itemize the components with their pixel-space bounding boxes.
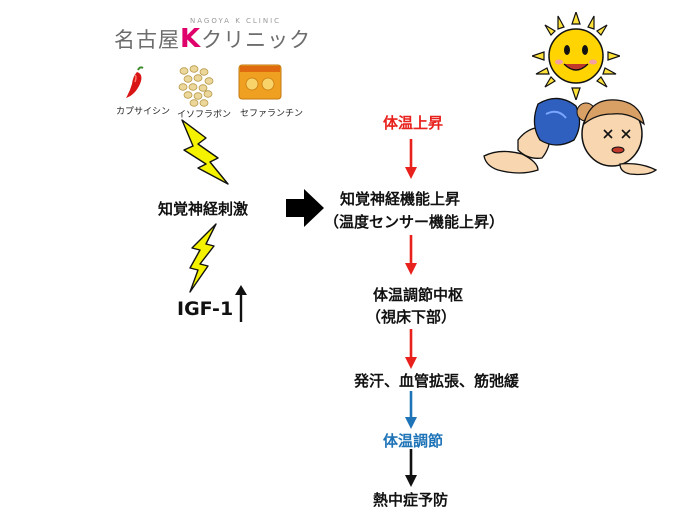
down-arrow-icon (405, 449, 417, 487)
down-arrow-icon (405, 329, 417, 369)
ingredient-label-capsaicin: カプサイシン (116, 107, 171, 117)
big-right-arrow-icon (286, 189, 324, 227)
lightning-bolt-icon (189, 223, 217, 293)
hypothalamus-note: （視床下部） (366, 308, 457, 326)
down-arrow-icon (405, 139, 417, 179)
sensory-nerve-function-rise-label: 知覚神経機能上昇 (340, 190, 461, 208)
logo-name-suffix: クリニック (201, 28, 312, 52)
soybeans-icon (178, 65, 214, 107)
ingredient-label-cepharanthine: セファランチン (240, 109, 304, 119)
logo-k-mark: K (180, 24, 202, 54)
lightning-bolt-icon (181, 119, 229, 185)
chili-pepper-icon (126, 66, 144, 98)
ingredient-label-isoflavone: イソフラボン (177, 110, 232, 120)
sensory-nerve-stimulation-label: 知覚神経刺激 (158, 200, 249, 218)
heatstroke-prevention-label: 熱中症予防 (373, 491, 449, 509)
sweating-vasodilation-label: 発汗、血管拡張、筋弛緩 (354, 372, 520, 390)
tablet-package-icon (238, 64, 282, 100)
collapsed-person-illustration (483, 97, 658, 176)
up-arrow-icon (235, 285, 247, 322)
smiling-sun-icon (532, 12, 620, 100)
clinic-logo: 名古屋Kクリニック (114, 24, 311, 54)
down-arrow-icon (405, 391, 417, 429)
logo-subtitle: NAGOYA K CLINIC (190, 17, 282, 25)
temperature-sensor-function-note: （温度センサー機能上昇） (324, 213, 505, 231)
down-arrow-icon (405, 235, 417, 275)
body-temperature-rise-label: 体温上昇 (383, 114, 444, 132)
thermoregulation-label: 体温調節 (383, 432, 444, 450)
igf1-label: IGF-1 (177, 298, 234, 320)
logo-name-prefix: 名古屋 (114, 28, 180, 52)
thermoregulation-center-label: 体温調節中枢 (373, 286, 464, 304)
